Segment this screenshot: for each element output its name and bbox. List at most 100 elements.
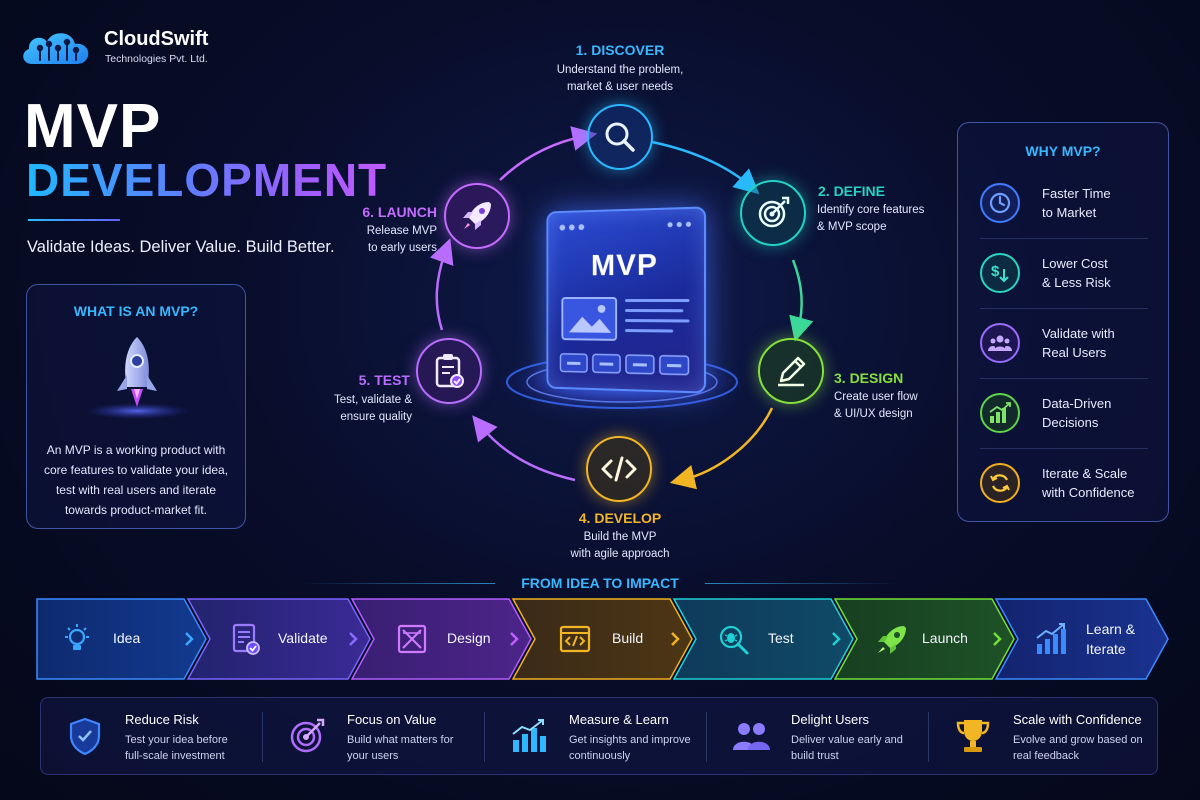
why-item-line: Validate with bbox=[1042, 326, 1115, 341]
benefit-description: build trust bbox=[791, 750, 839, 762]
why-item-line: & Less Risk bbox=[1042, 275, 1111, 290]
benefit-description: full-scale investment bbox=[125, 750, 225, 762]
ribbon-title-line-left bbox=[300, 583, 495, 584]
why-item-line: Faster Time bbox=[1042, 186, 1111, 201]
benefit-description: continuously bbox=[569, 750, 631, 762]
trophy-icon bbox=[956, 720, 990, 752]
window-dots-icon bbox=[559, 224, 585, 231]
image-placeholder-icon bbox=[561, 297, 617, 341]
benefit-reduce-risk: Reduce Risk Test your idea before full-sc… bbox=[41, 698, 263, 776]
divider bbox=[980, 448, 1148, 449]
users-icon bbox=[988, 335, 1012, 351]
what-is-mvp-description: An MVP is a working product with core fe… bbox=[43, 443, 229, 517]
why-item-line: Real Users bbox=[1042, 345, 1107, 360]
checklist-icon bbox=[232, 623, 260, 655]
stage-description: Understand the problem, bbox=[556, 64, 684, 76]
growth-chart-icon bbox=[1036, 623, 1066, 654]
launch-badge bbox=[444, 183, 510, 249]
why-item-line: Data-Driven bbox=[1042, 396, 1112, 411]
stage-design: 3. DESIGN Create user flow & UI/UX desig… bbox=[758, 338, 948, 428]
target-icon bbox=[758, 196, 790, 228]
stage-description: ensure quality bbox=[340, 411, 412, 423]
design-badge bbox=[758, 338, 824, 404]
refresh-icon bbox=[990, 474, 1010, 492]
why-item-line: with Confidence bbox=[1042, 485, 1135, 500]
company-logo: CloudSwift Technologies Pvt. Ltd. bbox=[18, 26, 248, 70]
rocket-icon bbox=[878, 626, 906, 654]
ribbon-step-launch: Launch bbox=[875, 620, 995, 658]
ribbon-step-idea: Idea bbox=[60, 620, 170, 658]
ribbon-step-label: Iterate bbox=[1086, 641, 1126, 657]
ribbon-step-label: Learn & bbox=[1086, 621, 1136, 637]
why-item-line: Decisions bbox=[1042, 415, 1099, 430]
why-item-line: Iterate & Scale bbox=[1042, 466, 1128, 481]
stage-title: 4. DEVELOP bbox=[578, 510, 662, 526]
why-item-line: to Market bbox=[1042, 205, 1097, 220]
why-mvp-title: WHY MVP? bbox=[1025, 143, 1101, 159]
benefit-scale-confidence: Scale with Confidence Evolve and grow ba… bbox=[929, 698, 1159, 776]
stage-launch: 6. LAUNCH Release MVP to early users bbox=[352, 182, 517, 262]
ribbon-step-build: Build bbox=[558, 620, 668, 658]
tagline: Validate Ideas. Deliver Value. Build Bet… bbox=[27, 238, 335, 256]
define-badge bbox=[740, 180, 806, 246]
benefit-measure-learn: Measure & Learn Get insights and improve… bbox=[485, 698, 707, 776]
discover-badge bbox=[587, 104, 653, 170]
divider bbox=[706, 712, 707, 762]
rocket-launch-icon bbox=[85, 337, 189, 419]
stage-description: Build the MVP bbox=[583, 531, 657, 543]
svg-text:$: $ bbox=[991, 263, 1000, 280]
why-icon-badge bbox=[980, 323, 1020, 363]
mvp-app-window: MVP bbox=[546, 206, 707, 394]
stage-description: to early users bbox=[367, 242, 437, 254]
stage-title: 3. DESIGN bbox=[834, 370, 904, 386]
ribbon-title-line-right bbox=[705, 583, 900, 584]
cloud-logo-icon bbox=[23, 33, 89, 64]
stage-description: Create user flow bbox=[834, 391, 918, 403]
divider bbox=[928, 712, 929, 762]
ribbon-step-design: Design bbox=[395, 620, 515, 658]
develop-badge bbox=[586, 436, 652, 502]
users-icon bbox=[733, 723, 770, 750]
title-divider bbox=[28, 219, 120, 221]
benefit-title: Focus on Value bbox=[347, 712, 437, 727]
bar-chart-icon bbox=[989, 402, 1011, 423]
stage-test: 5. TEST Test, validate & ensure quality bbox=[320, 338, 485, 428]
stage-define: 2. DEFINE Identify core features & MVP s… bbox=[740, 180, 940, 250]
stage-description: Release MVP bbox=[366, 225, 437, 237]
why-icon-badge: $ bbox=[980, 253, 1020, 293]
benefit-title: Scale with Confidence bbox=[1013, 712, 1142, 727]
benefit-description: your users bbox=[347, 750, 399, 762]
why-icon-badge bbox=[980, 393, 1020, 433]
benefit-description: Deliver value early and bbox=[791, 734, 903, 746]
why-item-iterate-scale: Iterate & Scale with Confidence bbox=[976, 449, 1152, 519]
page-title: MVP bbox=[24, 92, 162, 161]
process-ribbon bbox=[36, 598, 1169, 680]
button-row-icon bbox=[560, 352, 698, 379]
design-icon bbox=[397, 624, 427, 654]
clipboard-check-icon bbox=[435, 354, 464, 388]
divider bbox=[980, 378, 1148, 379]
stage-description: Identify core features bbox=[817, 204, 925, 216]
code-icon bbox=[601, 456, 637, 482]
benefit-title: Measure & Learn bbox=[569, 712, 669, 727]
benefit-description: Test your idea before bbox=[125, 734, 228, 746]
benefit-title: Delight Users bbox=[791, 712, 870, 727]
stage-title: 6. LAUNCH bbox=[362, 204, 437, 220]
ribbon-step-learn-iterate: Learn & Iterate bbox=[1034, 616, 1149, 662]
ribbon-step-validate: Validate bbox=[228, 620, 348, 658]
divider bbox=[980, 238, 1148, 239]
ribbon-step-label: Test bbox=[768, 630, 794, 646]
stage-develop: 4. DEVELOP Build the MVP with agile appr… bbox=[510, 436, 730, 566]
ribbon-step-label: Launch bbox=[922, 630, 968, 646]
stage-description: & MVP scope bbox=[817, 221, 887, 233]
ribbon-step-label: Validate bbox=[278, 630, 328, 646]
lightbulb-icon bbox=[65, 624, 89, 650]
why-icon-badge bbox=[980, 183, 1020, 223]
benefit-title: Reduce Risk bbox=[125, 712, 199, 727]
stage-title: 5. TEST bbox=[358, 372, 410, 388]
bug-search-icon bbox=[719, 625, 749, 655]
